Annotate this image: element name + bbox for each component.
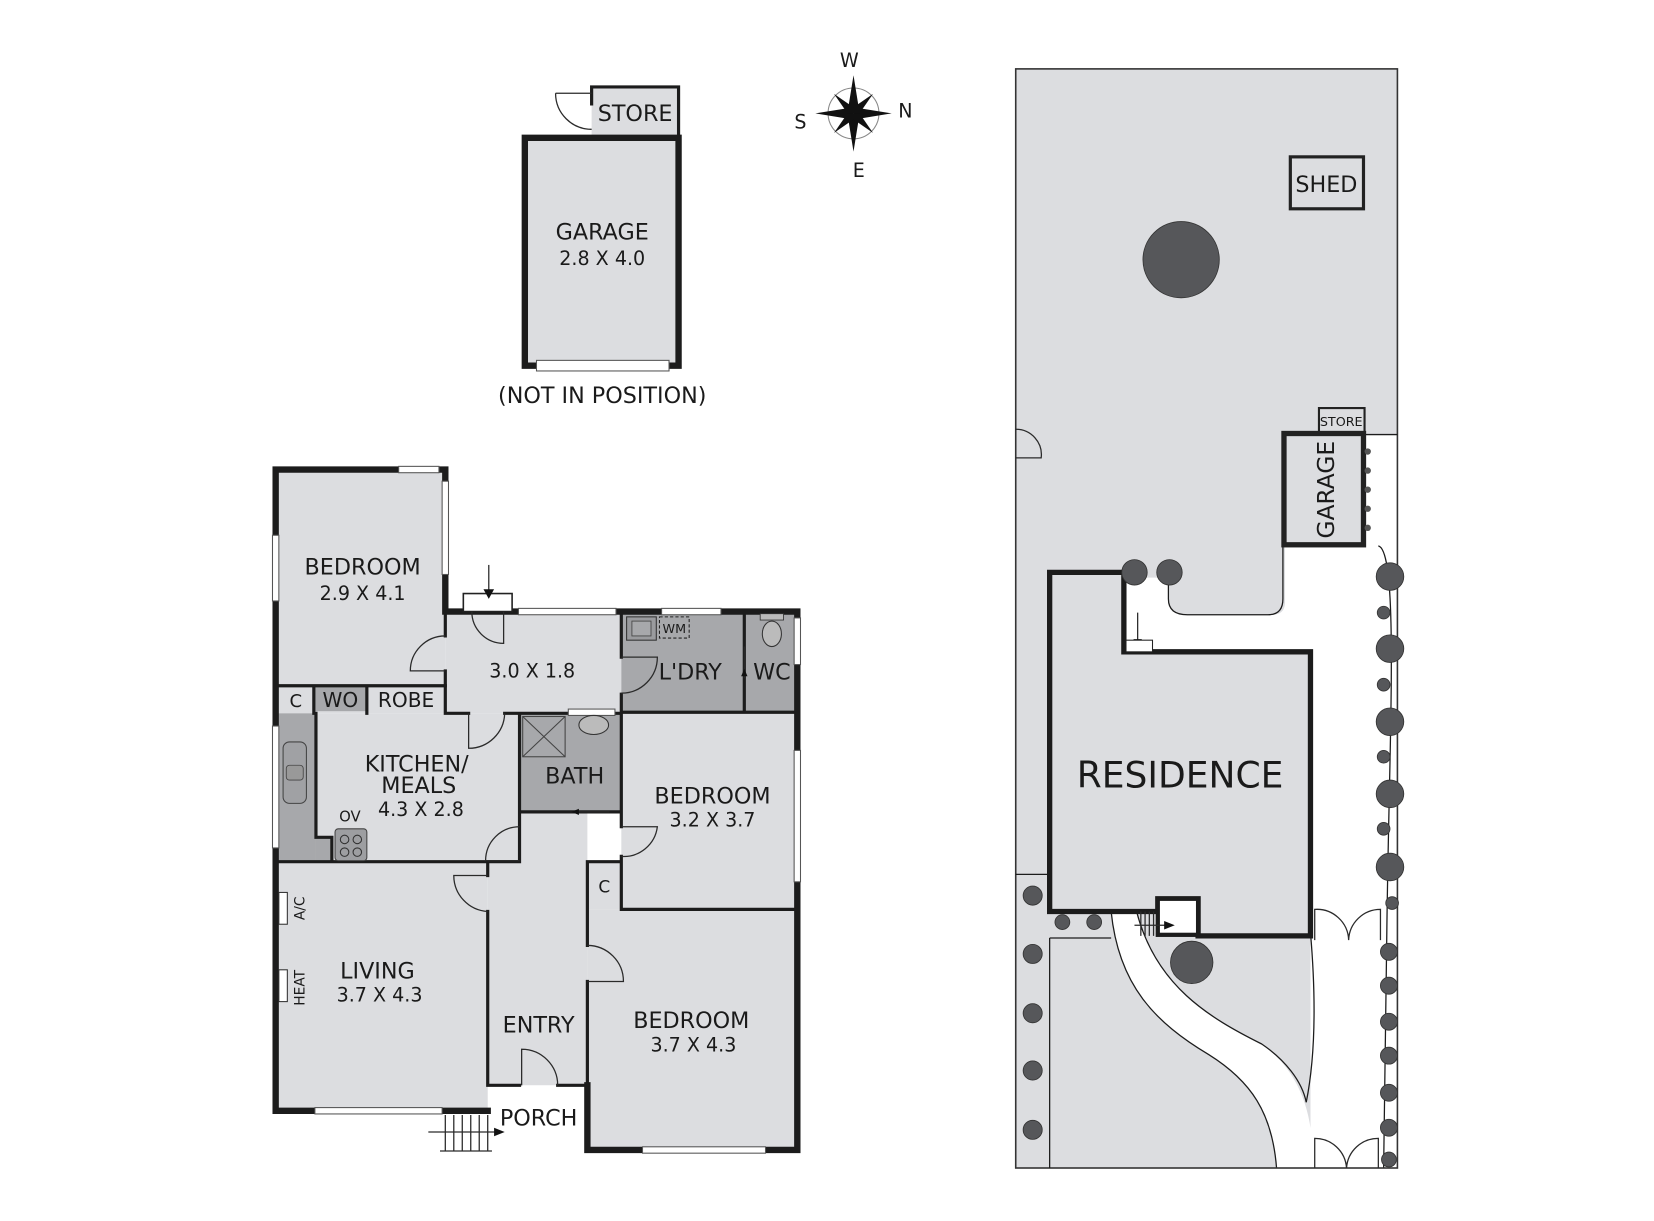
site-garage-label: GARAGE [1313,441,1340,539]
walk-in-robe-label: WO [322,688,358,712]
kitchen-dims: 4.3 X 2.8 [378,799,464,821]
residence-label: RESIDENCE [1077,756,1284,797]
laundry-label: L'DRY [659,659,723,685]
bath-label: BATH [545,763,604,789]
wc-label: WC [753,659,791,685]
hall-dims: 3.0 X 1.8 [489,660,575,682]
compass-west: W [840,50,859,72]
bedroom1-dims: 2.9 X 4.1 [320,583,406,605]
kitchen-label: KITCHEN/ [365,752,469,778]
heater-label: HEAT [292,969,308,1005]
kitchen-label-2: MEALS [381,773,456,799]
robe-label: ROBE [378,688,434,712]
not-in-position-note: (NOT IN POSITION) [498,383,706,409]
garage-dims: 2.8 X 4.0 [559,248,645,270]
cupboard-label: C [290,691,303,712]
entry-cupboard-label: C [598,876,610,896]
compass-south: S [794,111,806,133]
house-floor-plan: C WO ROBE [271,465,802,1154]
site-plan: SHED STORE GARAGE RESIDENCE [1014,68,1405,1169]
garage-label: GARAGE [556,220,649,246]
entry-label: ENTRY [503,1012,575,1038]
compass-east: E [853,160,865,182]
tree-icon [1022,221,1405,1168]
bedroom1-label: BEDROOM [305,554,421,580]
compass-rose-icon: W N S E [794,50,912,182]
living-label: LIVING [340,958,415,984]
oven-label: OV [339,808,361,825]
shed-label: SHED [1295,172,1357,198]
living-dims: 3.7 X 4.3 [337,985,423,1007]
site-store-label: STORE [1320,414,1363,429]
bedroom3-dims: 3.7 X 4.3 [650,1034,736,1056]
bedroom3-label: BEDROOM [633,1008,749,1034]
compass-north: N [898,101,912,123]
outbuilding: STORE GARAGE 2.8 X 4.0 (NOT IN POSITION) [498,85,706,409]
air-conditioner-label: A/C [292,896,308,920]
bedroom2-label: BEDROOM [654,783,770,809]
bedroom2-dims: 3.2 X 3.7 [670,810,756,832]
washing-machine-label: WM [663,621,687,636]
porch-label: PORCH [500,1106,578,1132]
store-label: STORE [598,101,673,127]
porch-steps-icon [428,1115,505,1152]
